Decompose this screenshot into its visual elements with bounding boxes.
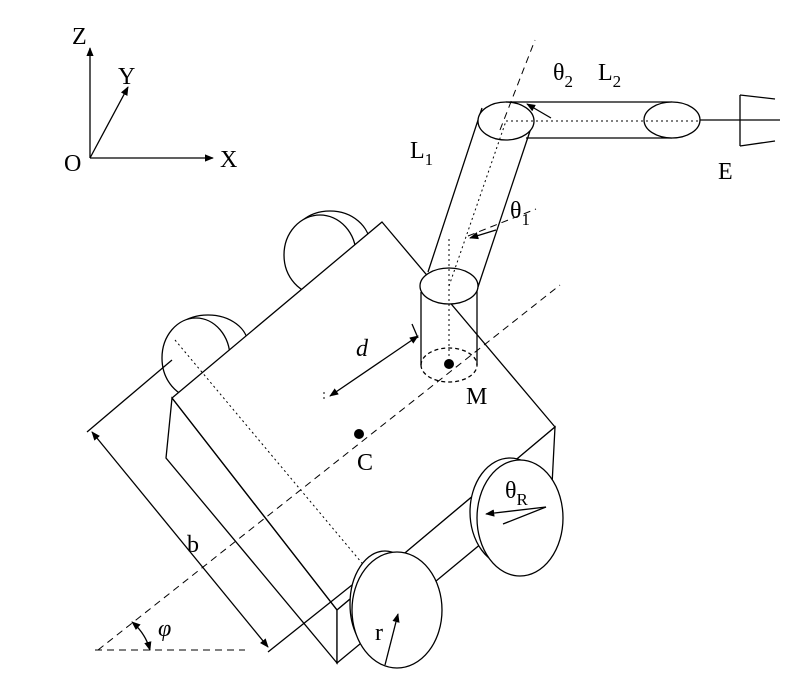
- wheel-radius-marker: [384, 613, 400, 666]
- offset-dimension: [329, 323, 419, 397]
- joint-angle1-label: θ1: [510, 198, 530, 229]
- y-axis: [89, 86, 129, 159]
- heading-angle-arc: [131, 621, 152, 651]
- link1-left-edge: [427, 107, 483, 273]
- joint-angle1-arrow: [469, 229, 497, 240]
- coordinate-frame: Z Y X O: [64, 24, 237, 177]
- link1-label: L1: [410, 138, 433, 169]
- offset-label: d: [356, 336, 369, 362]
- link2-label: L2: [598, 60, 621, 91]
- joint-angle2-label: θ2: [553, 60, 573, 91]
- manipulator-base-point: [444, 359, 454, 369]
- center-point: [354, 429, 364, 439]
- manipulator-base-label: M: [466, 384, 487, 410]
- wheel-radius-label: r: [375, 620, 383, 646]
- wheel-angle-marker: [485, 506, 547, 525]
- wheelbase-dimension: [86, 359, 353, 653]
- heading-angle-label: φ: [158, 616, 171, 642]
- z-axis-label: Z: [72, 24, 87, 50]
- origin-label: O: [64, 151, 81, 177]
- wrist-joint: [643, 101, 701, 139]
- wheel-axle-line: [174, 339, 409, 619]
- front-right-wheel: [469, 457, 564, 577]
- center-label: C: [357, 450, 373, 476]
- link1-right-edge: [476, 127, 532, 291]
- joint-angle2-arrow: [526, 103, 552, 119]
- wheelbase-label: b: [187, 532, 199, 558]
- end-effector-label: E: [718, 159, 733, 185]
- wheel-angle-label: θR: [505, 478, 529, 509]
- y-axis-label: Y: [118, 64, 135, 90]
- front-left-wheel: [349, 550, 443, 669]
- manipulator-arm: [419, 39, 780, 383]
- labels: L1 L2 θ2 θ1 θR E M C d b r φ: [158, 60, 733, 646]
- x-axis-label: X: [220, 147, 237, 173]
